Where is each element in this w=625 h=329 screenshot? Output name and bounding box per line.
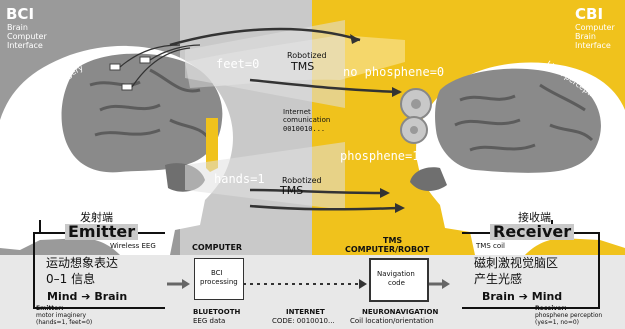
nav-box-line2: code <box>388 279 405 287</box>
footer-internet-title: INTERNET <box>286 308 325 316</box>
upper-tms: TMS <box>291 60 315 73</box>
bci-processing-box <box>194 258 244 300</box>
emitter-flow-from: Mind <box>47 290 78 303</box>
upper-arrow-top <box>169 27 361 47</box>
eeg-electrode-1 <box>109 63 121 71</box>
footer-neuro-sub: Coil location/orientation <box>350 317 434 325</box>
eeg-wires <box>119 44 201 88</box>
emitter-flow: Mind ➔ Brain <box>47 291 127 302</box>
bci-line2: Computer <box>7 32 47 41</box>
navigation-code-box <box>369 258 429 302</box>
footer-neuro-title: NEURONAVIGATION <box>362 308 439 316</box>
receiver-desc1: 磁刺激视觉脑区 <box>474 256 559 270</box>
upper-arrow-bottom-head <box>392 87 402 97</box>
left-brain-folds <box>89 68 212 141</box>
lower-arrow-bottom-head <box>395 203 405 213</box>
upper-robotized: Robotized <box>287 51 327 60</box>
eeg-electrode-2 <box>139 56 151 64</box>
bci-abbr: BCI <box>6 5 35 23</box>
computer-heading: COMPUTER <box>192 243 243 252</box>
emitter-flow-to: Brain <box>94 290 128 303</box>
bci-box-line2: processing <box>200 278 238 286</box>
lower-arrow-top-head <box>380 188 390 198</box>
tms-heading-2: COMPUTER/ROBOT <box>345 245 430 254</box>
emitter-device: Wireless EEG <box>110 242 156 250</box>
no-phosphene: no phosphene=0 <box>343 65 445 79</box>
lower-beam-wedge <box>185 142 345 210</box>
eeg-yellow-band <box>206 118 218 172</box>
feet-signal: feet=0 <box>216 57 260 71</box>
cbi-line3: Interface <box>575 41 611 50</box>
internet-line1: Internet <box>283 108 311 116</box>
footer-emitter-l1: motor imaginery <box>36 312 87 319</box>
internet-line2: comunication <box>283 116 331 124</box>
emitter-desc1: 运动想象表达 <box>46 256 119 270</box>
right-cerebellum <box>410 167 447 191</box>
eeg-electrode-3 <box>121 83 133 91</box>
lower-robotized: Robotized <box>282 176 322 185</box>
nav-box-line1: Navigation <box>377 270 415 278</box>
tms-coil-right-core <box>410 126 418 134</box>
internet-code: 0010010... <box>283 125 326 133</box>
lower-tms: TMS <box>280 184 304 197</box>
right-brain-folds <box>454 83 594 152</box>
emitter-desc2: 0–1 信息 <box>46 272 96 286</box>
lower-arrow-top <box>249 188 386 195</box>
tms-heading-1: TMS <box>383 236 403 245</box>
bottom-bar <box>0 255 625 329</box>
tms-coil-left-core <box>411 99 421 109</box>
footer-emitter-label: Emitter: <box>36 305 64 312</box>
upper-arrow-top-head <box>350 34 360 44</box>
emitter-title: Emitter <box>65 224 139 240</box>
emitter-flow-arrow: ➔ <box>81 290 91 303</box>
bci-line1: Brain <box>7 23 28 32</box>
receiver-flow-arrow: ➔ <box>518 290 528 303</box>
lower-arrow-bottom <box>249 204 401 211</box>
footer-bluetooth-sub: EEG data <box>193 317 226 325</box>
receiver-desc2: 产生光感 <box>474 272 523 286</box>
footer-emitter-l2: (hands=1, feet=0) <box>36 319 93 326</box>
upper-arrow-bottom <box>249 78 401 94</box>
footer-receiver-label: Receiver: <box>535 305 567 312</box>
flow-arrow-1-head <box>182 279 190 289</box>
receiver-flow: Brain ➔ Mind <box>482 291 562 302</box>
footer-receiver-l1: phosphene perception <box>535 312 603 319</box>
flow-arrow-3-head <box>442 279 450 289</box>
footer-receiver-l2: (yes=1, no=0) <box>535 319 580 326</box>
flow-dotted-head <box>359 279 367 289</box>
cbi-line2: Brain <box>575 32 596 41</box>
cbi-line1: Computer <box>575 23 615 32</box>
footer-internet-sub: CODE: 0010010... <box>272 317 335 325</box>
receiver-device: TMS coil <box>476 242 506 250</box>
bci-box-line1: BCI <box>211 269 223 277</box>
bci-line3: Interface <box>7 41 43 50</box>
receiver-flow-to: Mind <box>531 290 563 303</box>
receiver-cn: 接收端 <box>518 211 551 224</box>
hands-signal: hands=1 <box>214 172 265 186</box>
footer-bluetooth-title: BLUETOOTH <box>193 308 241 316</box>
receiver-title: Receiver <box>490 224 575 240</box>
cbi-abbr: CBI <box>575 5 604 23</box>
phosphene-signal: phosphene=1 <box>340 149 420 163</box>
emitter-cn: 发射端 <box>80 211 113 224</box>
receiver-flow-from: Brain <box>482 290 515 303</box>
